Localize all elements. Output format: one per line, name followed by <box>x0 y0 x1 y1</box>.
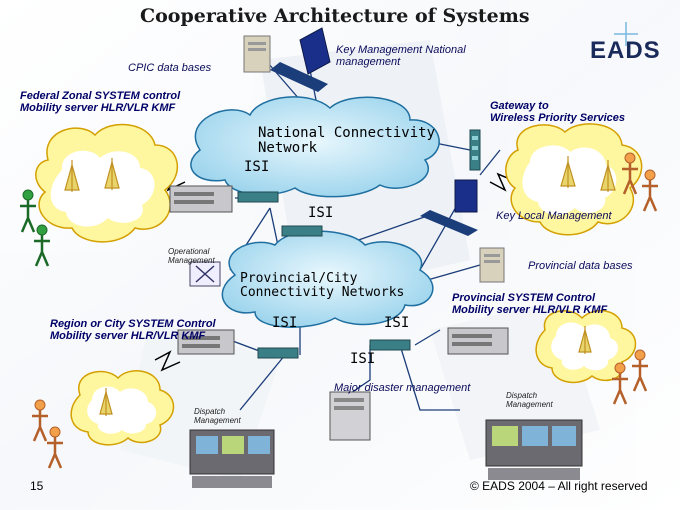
label-isi-disaster: ISI <box>350 351 376 367</box>
label-key-management-national: Key Management National management <box>336 44 466 69</box>
label-key-local-management: Key Local Management <box>496 210 612 222</box>
label-provincial-databases: Provincial data bases <box>528 260 633 272</box>
label-isi-link: ISI <box>308 205 334 221</box>
server-rack-region-icon <box>177 329 235 355</box>
eads-logo <box>614 22 638 46</box>
dispatch-console-left-icon <box>189 429 275 488</box>
label-provincial-network: Provincial/City Connectivity Networks <box>240 271 405 301</box>
server-rack-provincial-icon <box>447 327 509 355</box>
copyright: © EADS 2004 – All right reserved <box>470 479 648 493</box>
workstation-icons <box>189 27 478 287</box>
label-federal-zonal-control: Federal Zonal SYSTEM control Mobility se… <box>20 90 181 115</box>
label-operational-management: Operational Management <box>168 247 215 265</box>
server-icons <box>169 35 509 441</box>
person-icons <box>20 189 50 267</box>
label-isi-national: ISI <box>244 159 270 175</box>
label-gateway: Gateway to Wireless Priority Services <box>490 100 626 125</box>
provincial-network-cloud <box>221 230 434 328</box>
server-provincial-icon <box>479 247 505 283</box>
server-cpic-icon <box>243 35 271 73</box>
workstation-operational-icon <box>189 261 221 287</box>
label-major-disaster: Major disaster management <box>334 382 471 394</box>
page-number: 15 <box>30 479 44 493</box>
label-provincial-system-control: Provincial SYSTEM Control Mobility serve… <box>452 292 608 317</box>
server-gateway-icon <box>469 129 481 171</box>
workstation-key-national-icon <box>270 27 331 92</box>
label-isi-region: ISI <box>272 315 298 331</box>
antenna-icons <box>64 156 616 416</box>
eads-logo-text: EADS <box>590 37 661 64</box>
server-disaster-icon <box>329 391 371 441</box>
isi-hub-icons <box>237 191 411 359</box>
label-isi-provincial: ISI <box>384 315 410 331</box>
dispatch-console-right-icon <box>485 419 583 480</box>
person-icons-orange <box>32 152 658 469</box>
workstation-key-local-icon <box>420 179 478 236</box>
label-cpic-databases: CPIC data bases <box>128 62 212 74</box>
server-rack-federal-icon <box>169 185 233 213</box>
label-region-city-control: Region or City SYSTEM Control Mobility s… <box>50 318 216 343</box>
coverage-cloud-right <box>505 123 643 236</box>
label-national-network: National Connectivity Network <box>258 125 436 157</box>
page-title: Cooperative Architecture of Systems <box>140 5 530 27</box>
label-dispatch-right: Dispatch Management <box>506 391 553 409</box>
label-dispatch-left: Dispatch Management <box>194 407 241 425</box>
